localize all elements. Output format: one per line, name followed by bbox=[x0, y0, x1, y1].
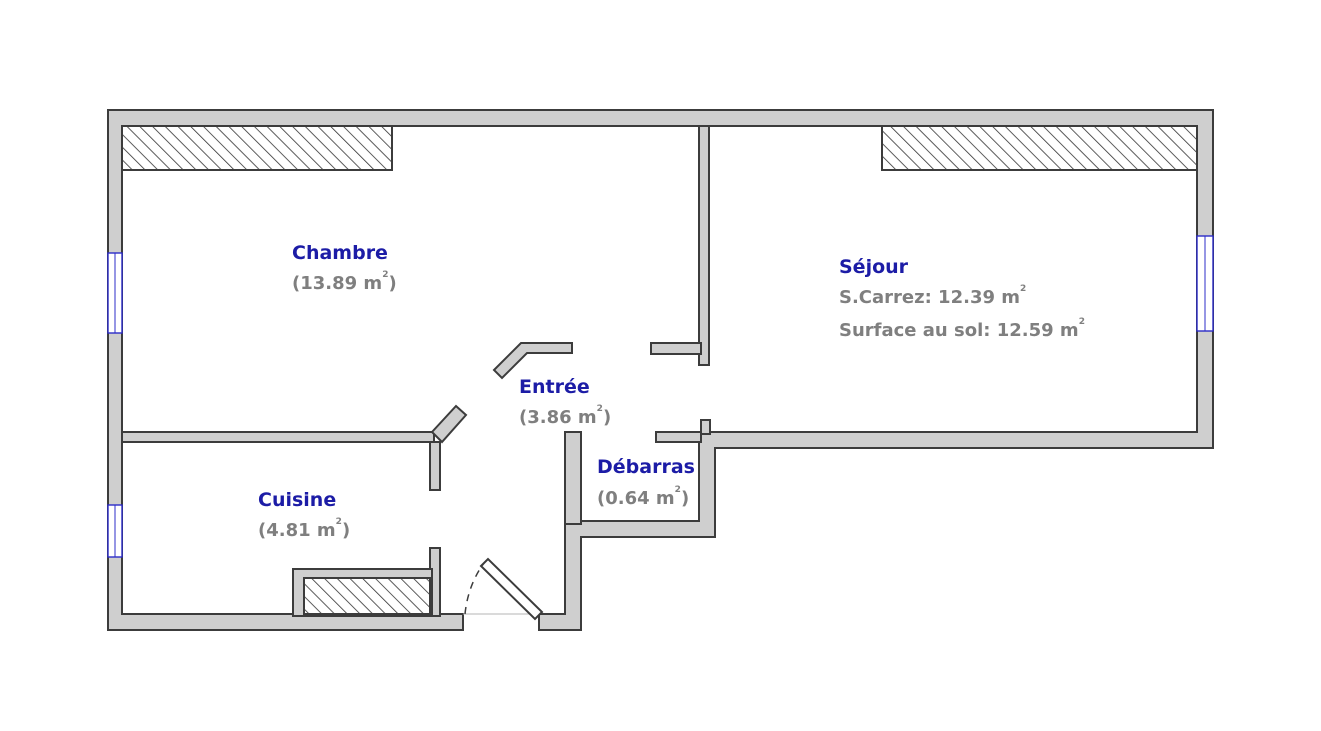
room-name-sejour: Séjour bbox=[839, 256, 909, 278]
area-exponent: 2 bbox=[382, 270, 389, 280]
room-area-chambre: (13.89 m2) bbox=[292, 270, 397, 294]
hatched-block-cuisine-fill bbox=[303, 577, 431, 615]
area-exponent: 2 bbox=[1020, 284, 1027, 294]
room-area-cuisine: (4.81 m2) bbox=[258, 517, 351, 541]
area-value: (13.89 m bbox=[292, 273, 383, 294]
area-value: Surface au sol: 12.59 m bbox=[839, 320, 1079, 341]
wall-debarras-top bbox=[655, 431, 702, 443]
room-name-entree: Entrée bbox=[519, 376, 590, 398]
area-suffix: ) bbox=[602, 407, 612, 428]
entrance-door-leaf bbox=[479, 557, 544, 621]
wall-entree-diagonal-lower bbox=[430, 404, 468, 444]
wall-debarras-stub bbox=[700, 419, 711, 435]
area-exponent: 2 bbox=[674, 485, 681, 495]
room-name-cuisine: Cuisine bbox=[258, 489, 337, 511]
area-value: (3.86 m bbox=[519, 407, 597, 428]
wall-entree-diagonal-upper bbox=[492, 342, 573, 380]
hatched-block-chambre bbox=[121, 125, 393, 171]
exterior-wall bbox=[107, 109, 1214, 631]
area-exponent: 2 bbox=[335, 517, 342, 527]
room-area-sejour-sol: Surface au sol: 12.59 m2 bbox=[839, 317, 1085, 341]
area-value: (4.81 m bbox=[258, 520, 336, 541]
hatched-block-sejour bbox=[881, 125, 1198, 171]
entrance-door-swing-arc bbox=[464, 562, 485, 615]
room-area-entree: (3.86 m2) bbox=[519, 404, 612, 428]
area-exponent: 2 bbox=[1078, 317, 1085, 327]
area-suffix: ) bbox=[680, 488, 690, 509]
wall-chambre-cuisine bbox=[121, 431, 435, 443]
wall-cuisine-stub bbox=[429, 441, 441, 491]
area-value: S.Carrez: 12.39 m bbox=[839, 287, 1021, 308]
room-area-debarras: (0.64 m2) bbox=[597, 485, 690, 509]
area-suffix: ) bbox=[341, 520, 351, 541]
room-name-debarras: Débarras bbox=[597, 456, 695, 478]
wall-chambre-sejour bbox=[698, 125, 710, 366]
area-value: (0.64 m bbox=[597, 488, 675, 509]
area-exponent: 2 bbox=[596, 404, 603, 414]
room-name-chambre: Chambre bbox=[292, 242, 388, 264]
area-suffix: ) bbox=[388, 273, 397, 294]
room-area-sejour-carrez: S.Carrez: 12.39 m2 bbox=[839, 284, 1027, 308]
wall-stub-entree-sejour bbox=[650, 342, 702, 355]
wall-debarras-left bbox=[564, 431, 582, 525]
